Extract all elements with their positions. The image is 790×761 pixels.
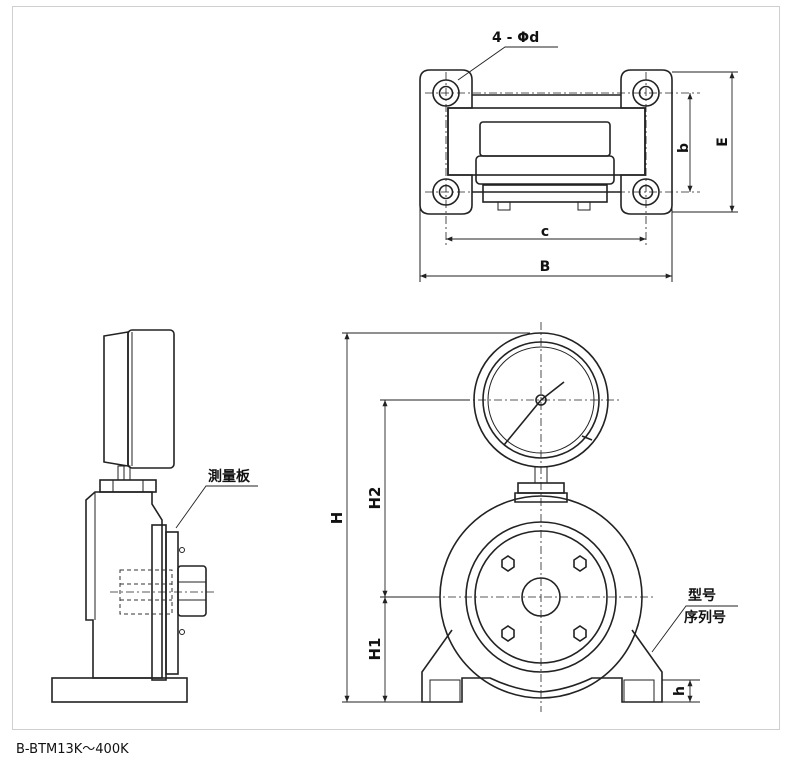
front-view: H H2 H1 h 型号 序列号 [328,322,738,712]
dim-H-label: H [328,512,346,525]
dim-H1-label: H1 [366,638,384,661]
plate-label: 測量板 [208,468,251,485]
drawing-caption: B-BTM13K～400K [16,742,129,757]
top-view: 4 - Φd b E c B [419,30,738,282]
model-label: 型号 [688,587,716,604]
side-view: 測量板 [51,329,258,703]
dim-B-label: B [540,259,551,275]
drawing-frame [12,6,780,730]
serial-label: 序列号 [684,609,726,626]
holes-label: 4 - Φd [492,30,539,46]
dim-E-label: E [715,137,731,147]
dim-H2-label: H2 [366,487,384,510]
dim-b-label: b [676,143,692,153]
dim-h-label: h [672,686,688,696]
dim-c-label: c [541,224,549,240]
